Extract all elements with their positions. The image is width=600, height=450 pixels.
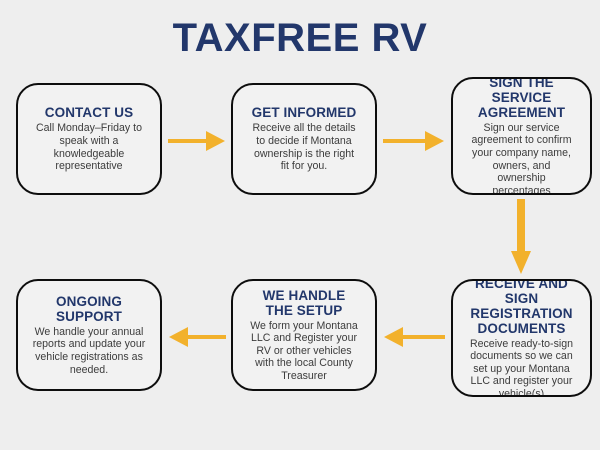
step-box-contact-us: CONTACT US Call Monday–Friday to speak w…: [16, 83, 162, 195]
step-title: RECEIVE AND SIGN REGISTRATION DOCUMENTS: [470, 279, 573, 336]
step-box-ongoing-support: ONGOING SUPPORT We handle your annual re…: [16, 279, 162, 391]
step-title: CONTACT US: [44, 105, 134, 121]
step-title: WE HANDLE THE SETUP: [262, 287, 346, 318]
arrow-left-icon: [384, 327, 445, 347]
step-title: ONGOING SUPPORT: [56, 293, 122, 324]
step-title: SIGN THE SERVICE AGREEMENT: [477, 77, 566, 120]
step-body: Call Monday–Friday to speak with a knowl…: [36, 122, 142, 173]
step-body: We handle your annual reports and update…: [32, 325, 146, 376]
step-body: Receive all the details to decide if Mon…: [252, 122, 356, 173]
arrow-right-icon: [168, 131, 225, 151]
step-box-we-handle-setup: WE HANDLE THE SETUP We form your Montana…: [231, 279, 377, 391]
step-body: Sign our service agreement to confirm yo…: [471, 121, 572, 195]
step-title: GET INFORMED: [251, 105, 357, 121]
step-body: Receive ready-to-sign documents so we ca…: [469, 337, 574, 397]
step-box-get-informed: GET INFORMED Receive all the details to …: [231, 83, 377, 195]
step-body: We form your Montana LLC and Register yo…: [250, 319, 358, 382]
arrow-right-icon: [383, 131, 444, 151]
arrow-left-icon: [169, 327, 226, 347]
page-title: TAXFREE RV: [172, 16, 428, 60]
arrow-down-icon: [511, 199, 531, 274]
step-box-sign-agreement: SIGN THE SERVICE AGREEMENT Sign our serv…: [451, 77, 592, 195]
step-box-receive-sign: RECEIVE AND SIGN REGISTRATION DOCUMENTS …: [451, 279, 592, 397]
